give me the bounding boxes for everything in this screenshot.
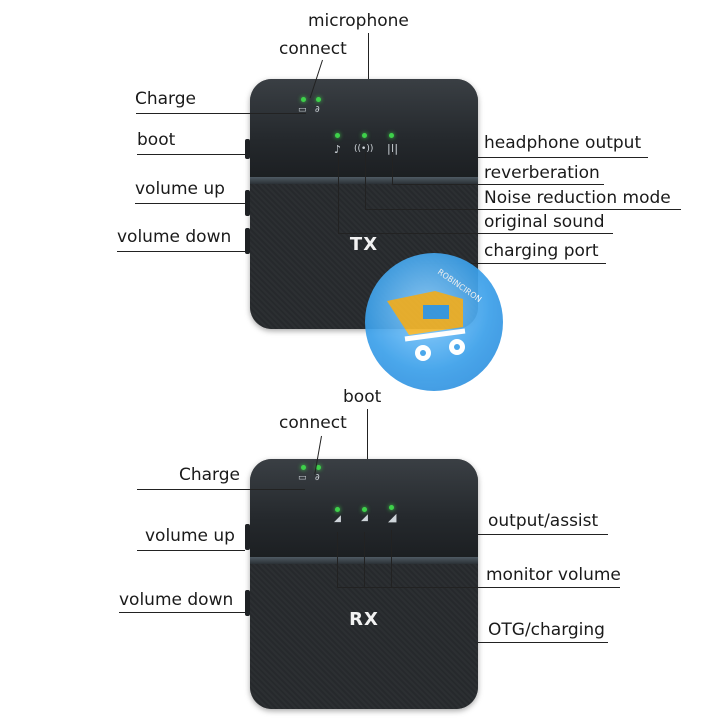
- rx-volume-down-button[interactable]: [245, 590, 250, 616]
- tx-label-headphone-output: headphone output: [484, 133, 642, 153]
- tx-reverb-led: [389, 133, 394, 138]
- rx-monitor-volume-leader: [337, 587, 620, 588]
- tx-boot-leader: [137, 154, 245, 155]
- rx-volume-down-leader: [119, 612, 245, 613]
- microphone-mode-icon: ♪: [334, 143, 342, 156]
- rx-device-label: RX: [349, 609, 379, 630]
- tx-device: TX ▭ ∂ ♪ ((•)) |||: [250, 79, 478, 329]
- tx-charge-led: [301, 97, 306, 102]
- tx-label-original-sound: original sound: [484, 212, 605, 232]
- tx-label-connect: connect: [279, 39, 347, 59]
- rx-connect-led: [316, 465, 321, 470]
- rx-textured-body: [250, 564, 478, 709]
- reverb-icon: |||: [387, 142, 399, 155]
- rx-output-assist-leader: [478, 534, 608, 535]
- tx-volume-up-button[interactable]: [245, 190, 250, 216]
- tx-volume-down-button[interactable]: [245, 228, 250, 254]
- rx-level3-led: [389, 505, 394, 510]
- tx-label-microphone: microphone: [308, 11, 409, 31]
- rx-level3-leader-v: [391, 530, 392, 587]
- tx-charging-port-leader: [420, 263, 606, 264]
- tx-volume-down-leader: [117, 251, 245, 252]
- volume-level-low-icon: ◢: [334, 514, 341, 524]
- tx-microphone-leader: [368, 33, 369, 79]
- rx-level2-led: [362, 507, 367, 512]
- noise-reduction-icon: ((•)): [354, 144, 374, 154]
- tx-reverb-leader-h: [392, 184, 604, 185]
- tx-reverb-leader-v: [392, 152, 393, 184]
- rx-label-volume-down: volume down: [119, 590, 234, 610]
- tx-label-boot: boot: [137, 130, 176, 150]
- link-icon: ∂: [315, 473, 320, 483]
- rx-volume-up-leader: [137, 550, 245, 551]
- rx-label-volume-up: volume up: [145, 526, 235, 546]
- rx-label-otg-charging: OTG/charging: [488, 620, 605, 640]
- tx-noise-leader-h: [365, 209, 681, 210]
- rx-label-connect: connect: [279, 413, 347, 433]
- rx-level2-leader-v: [364, 532, 365, 587]
- tx-label-noise-reduction-mode: Noise reduction mode: [484, 188, 671, 208]
- rx-label-boot: boot: [343, 387, 382, 407]
- rx-charge-led: [301, 465, 306, 470]
- tx-label-reverberation: reverberation: [484, 163, 600, 183]
- volume-level-mid-icon: ◢: [361, 513, 368, 523]
- watermark-logo: ROBINCIRON: [365, 253, 503, 391]
- tx-boot-button[interactable]: [245, 139, 250, 159]
- tx-glass-band: [250, 177, 478, 184]
- rx-level1-led: [335, 507, 340, 512]
- rx-charge-leader: [137, 489, 305, 490]
- rx-level1-leader-v: [337, 532, 338, 587]
- link-icon: ∂: [315, 105, 320, 115]
- tx-original-leader-v: [338, 152, 339, 233]
- battery-icon: ▭: [298, 473, 307, 483]
- rx-label-monitor-volume: monitor volume: [486, 565, 621, 585]
- tx-label-volume-down: volume down: [117, 227, 232, 247]
- tx-noise-led: [362, 133, 367, 138]
- tx-original-leader-h: [338, 233, 613, 234]
- tx-top-panel: [250, 79, 478, 177]
- rx-label-output-assist: output/assist: [488, 511, 599, 531]
- rx-label-charge: Charge: [179, 465, 241, 485]
- cart-logo-icon: ROBINCIRON: [387, 267, 483, 361]
- tx-headphone-leader: [478, 157, 648, 158]
- battery-icon: ▭: [298, 105, 307, 115]
- tx-charge-leader: [136, 113, 306, 114]
- rx-device: RX ▭ ∂ ◢ ◢ ◢: [250, 459, 478, 709]
- tx-original-led: [335, 133, 340, 138]
- rx-volume-up-button[interactable]: [245, 524, 250, 550]
- tx-connect-led: [316, 97, 321, 102]
- tx-label-charge: Charge: [135, 89, 197, 109]
- tx-device-label: TX: [349, 234, 379, 255]
- tx-label-volume-up: volume up: [135, 179, 225, 199]
- rx-otg-charging-leader: [478, 642, 608, 643]
- tx-noise-leader-v: [365, 152, 366, 209]
- rx-boot-leader: [367, 409, 368, 459]
- tx-label-charging-port: charging port: [484, 241, 599, 261]
- volume-level-high-icon: ◢: [388, 511, 397, 524]
- tx-volume-up-leader: [135, 203, 245, 204]
